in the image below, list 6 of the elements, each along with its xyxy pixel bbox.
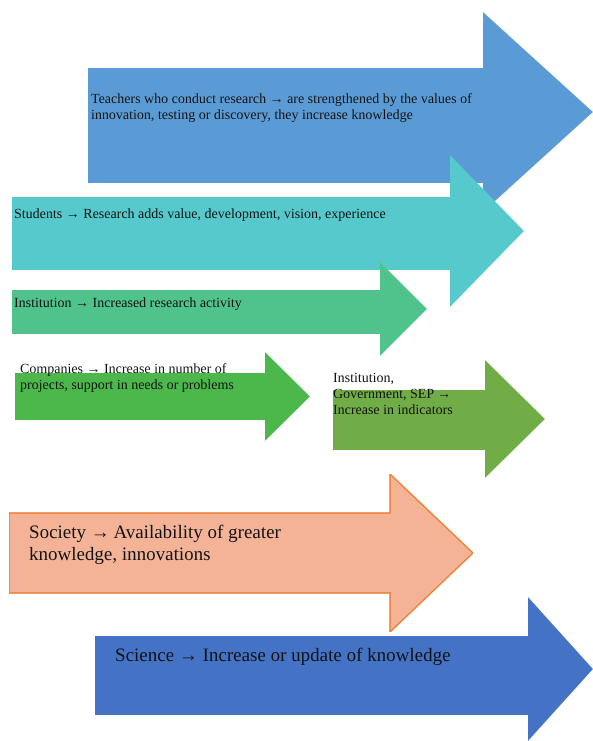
arrow-label: Science → Increase or update of knowledge <box>115 645 452 667</box>
arrow-label: Society → Availability of greater knowledge, innovations <box>29 522 282 566</box>
arrow-label: Students → Research adds value, development, vision, experience <box>14 207 387 224</box>
arrow-label: Teachers who conduct research → are strengthened by the values of innovation, testing or discovery, they increase knowledge <box>91 92 473 124</box>
arrow-label: Institution, Government, SEP → Increase in indicators <box>333 371 454 420</box>
arrow-label: Institution → Increased research activity <box>14 296 243 312</box>
